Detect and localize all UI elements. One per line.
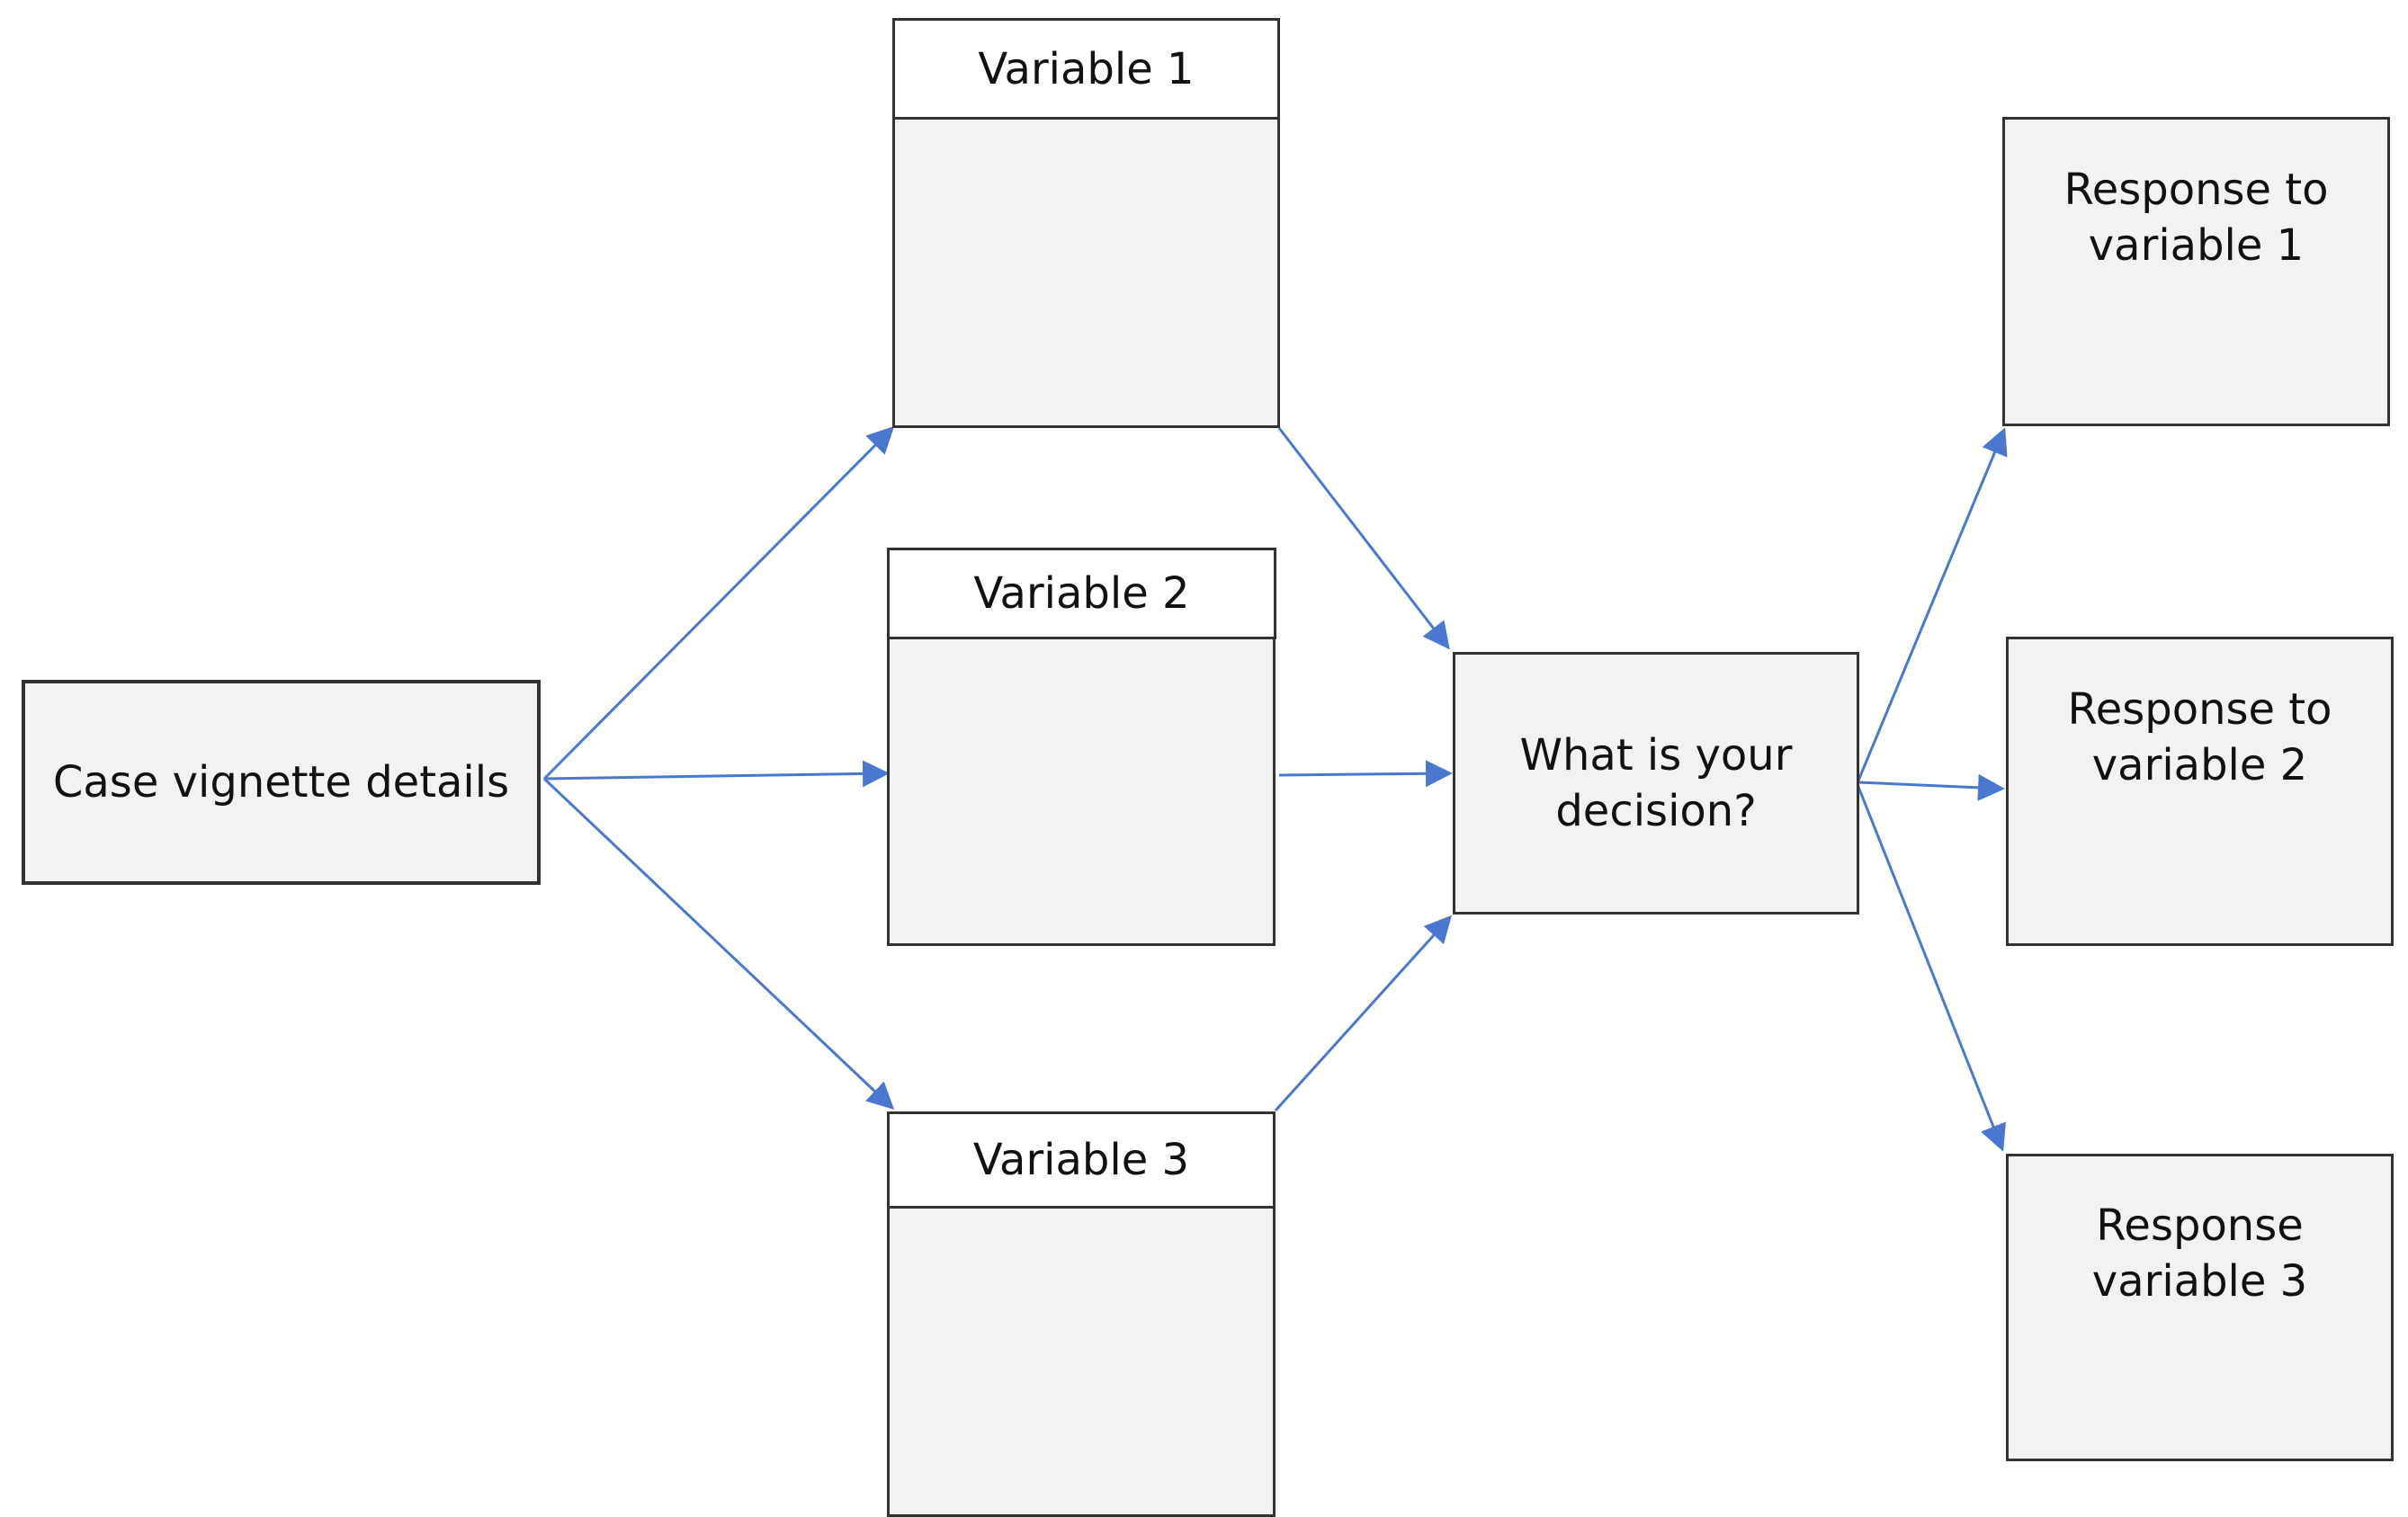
decision-label: What is your decision?: [1519, 729, 1793, 836]
variable-2-body: [887, 637, 1276, 946]
case-vignette-label: Case vignette details: [52, 756, 510, 808]
arrow-variable-2-to-decision: [1278, 760, 1453, 788]
response-3-label: Response variable 3: [2091, 1200, 2308, 1307]
variable-3-header: Variable 3: [887, 1111, 1276, 1209]
response-2-box: Response to variable 2: [2006, 637, 2394, 946]
arrow-decision-to-response-3: [1857, 786, 2006, 1152]
response-1-label: Response to variable 1: [2063, 164, 2329, 271]
variable-1-label: Variable 1: [978, 43, 1195, 94]
response-2-label: Response to variable 2: [2067, 683, 2332, 790]
variable-1-header: Variable 1: [892, 18, 1280, 120]
variable-2-label: Variable 2: [973, 568, 1190, 619]
variable-3-body: [887, 1206, 1276, 1517]
response-3-box: Response variable 3: [2006, 1154, 2394, 1461]
arrow-variable-1-to-decision: [1277, 427, 1450, 650]
arrow-decision-to-response-1: [1857, 427, 2008, 781]
variable-2-header: Variable 2: [887, 548, 1276, 639]
response-1-box: Response to variable 1: [2002, 117, 2390, 426]
variable-1-body: [892, 117, 1280, 428]
decision-box: What is your decision?: [1453, 652, 1859, 915]
case-vignette-box: Case vignette details: [22, 680, 541, 885]
arrow-case-to-variable-2: [543, 760, 890, 788]
arrow-case-to-variable-3: [542, 777, 895, 1111]
arrow-decision-to-response-2: [1857, 773, 2005, 801]
arrow-variable-3-to-decision: [1274, 915, 1453, 1112]
arrow-case-to-variable-1: [542, 425, 895, 781]
variable-3-label: Variable 3: [972, 1135, 1190, 1185]
